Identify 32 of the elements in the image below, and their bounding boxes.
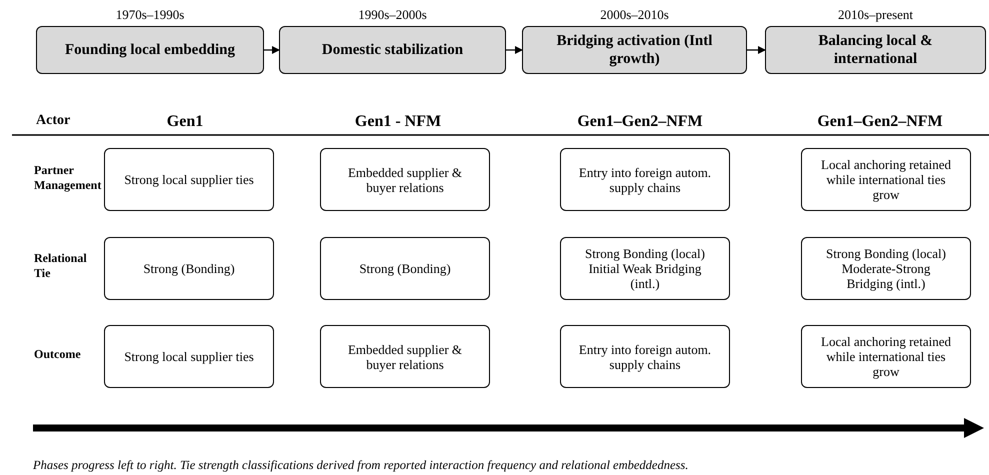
cell-box: Strong Bonding (local) Moderate-Strong Bridging (intl.) xyxy=(801,237,971,300)
cell-box: Strong Bonding (local) Initial Weak Bridging (intl.) xyxy=(560,237,730,300)
cell-box: Strong local supplier ties xyxy=(104,148,274,211)
cell-box: Strong (Bonding) xyxy=(104,237,274,300)
phase-box: Domestic stabilization xyxy=(279,26,506,74)
column-header: Gen1 - NFM xyxy=(354,112,442,132)
row-label: Outcome xyxy=(34,347,82,362)
column-header: Actor xyxy=(36,112,72,130)
date-label: 1990s–2000s xyxy=(357,8,428,21)
date-label: 1970s–1990s xyxy=(114,8,186,21)
column-header: Gen1 xyxy=(166,112,204,132)
arrow xyxy=(264,46,280,54)
cell-box: Local anchoring retained while international ties grow xyxy=(801,148,971,211)
cell-box: Embedded supplier & buyer relations xyxy=(320,325,490,388)
cell-box: Local anchoring retained while international ties grow xyxy=(801,325,971,388)
arrow xyxy=(506,46,523,54)
column-header: Gen1–Gen2–NFM xyxy=(816,112,944,132)
cell-box: Entry into foreign autom. supply chains xyxy=(560,325,730,388)
cell-box: Embedded supplier & buyer relations xyxy=(320,148,490,211)
row-label: Relational Tie xyxy=(34,251,88,281)
phase-box: Balancing local & international xyxy=(765,26,986,74)
date-label: 2000s–2010s xyxy=(599,8,670,21)
cell-box: Strong (Bonding) xyxy=(320,237,490,300)
phase-box: Bridging activation (Intl growth) xyxy=(522,26,747,74)
date-label: 2010s–present xyxy=(836,8,914,21)
column-header: Gen1–Gen2–NFM xyxy=(576,112,704,132)
phase-box: Founding local embedding xyxy=(36,26,264,74)
arrow xyxy=(747,46,766,54)
caption: Phases progress left to right. Tie strength classifications derived from reported interaction frequency and relational embeddedness. xyxy=(33,457,688,474)
cell-box: Strong local supplier ties xyxy=(104,325,274,388)
cell-box: Entry into foreign autom. supply chains xyxy=(560,148,730,211)
row-label: Partner Management xyxy=(34,163,100,193)
